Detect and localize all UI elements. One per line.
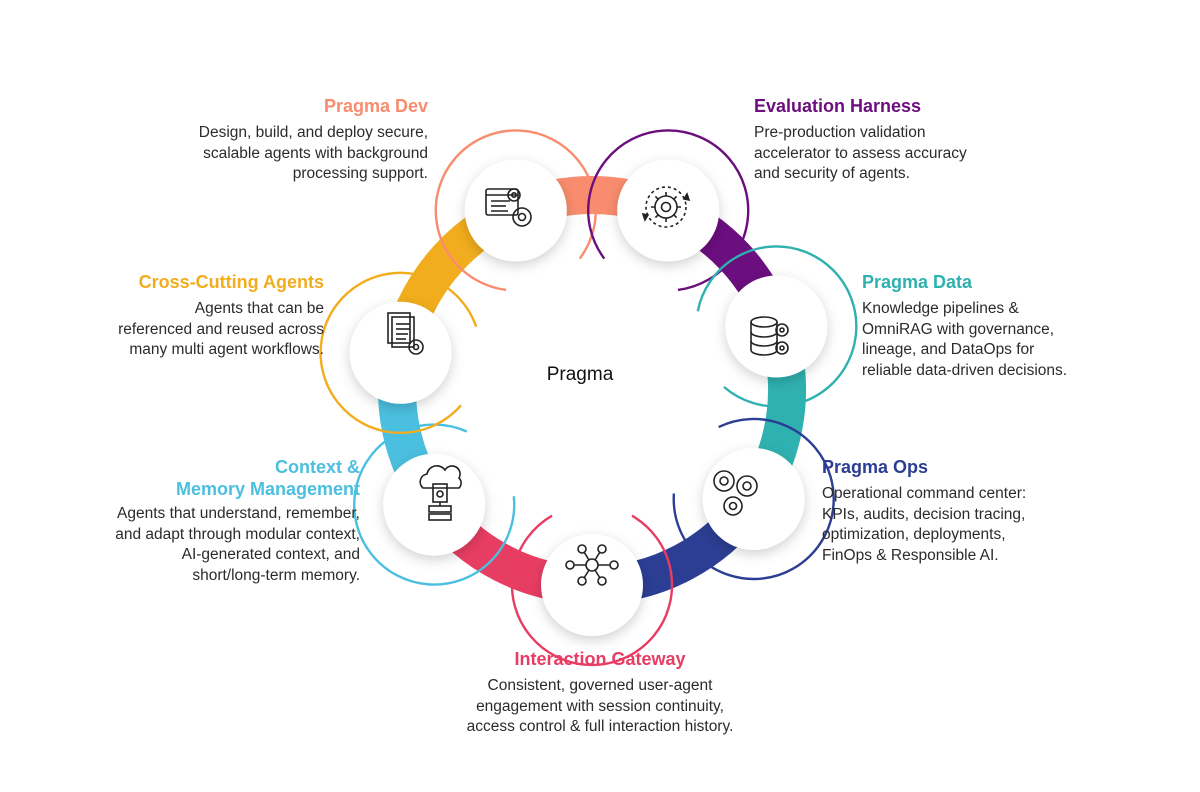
node-description: Design, build, and deploy secure, scalab…	[110, 123, 428, 185]
outer-ring-context	[353, 423, 516, 586]
desc-line: OmniRAG with governance,	[862, 320, 1055, 338]
desc-line: and adapt through modular context,	[115, 525, 360, 543]
code-window-gears-icon	[485, 188, 532, 227]
outer-ring-data	[696, 245, 858, 408]
node-disc-ops	[702, 448, 805, 550]
desc-line: Design, build, and deploy secure,	[198, 124, 428, 141]
desc-line: optimization, deployments,	[822, 526, 1006, 543]
desc-line: scalable agents with background	[203, 144, 428, 162]
desc-line: AI-generated context, and	[181, 546, 360, 563]
desc-line: access control & full interaction histor…	[466, 718, 734, 735]
node-disc-cross	[349, 301, 452, 404]
desc-line: referenced and reused across	[118, 320, 324, 338]
node-pragma-ops: Pragma Ops Operational command center: K…	[822, 456, 1142, 566]
desc-line: Agents that understand, remember,	[117, 505, 360, 522]
node-description: Agents that understand, remember, and ad…	[20, 504, 360, 586]
node-cross-cutting-agents: Cross-Cutting Agents Agents that can be …	[20, 271, 324, 361]
node-context-memory: Context & Memory Management Agents that …	[20, 456, 360, 586]
node-description: Operational command center: KPIs, audits…	[822, 484, 1142, 566]
desc-line: processing support.	[292, 165, 428, 182]
node-title: Pragma Data	[862, 272, 973, 292]
outer-ring-cross	[319, 271, 478, 435]
desc-line: Operational command center:	[822, 485, 1027, 502]
gear-cycle-icon	[641, 186, 691, 228]
node-title: Context & Memory Management	[20, 456, 360, 500]
center-label: Pragma	[546, 364, 614, 385]
outer-ring-pragma_dev	[434, 129, 597, 292]
node-title: Cross-Cutting Agents	[138, 272, 324, 292]
database-gear-icon	[750, 316, 789, 356]
node-description: Agents that can be referenced and reused…	[20, 299, 324, 361]
desc-line: FinOps & Responsible AI.	[822, 546, 999, 564]
node-evaluation-harness: Evaluation Harness Pre-production valida…	[754, 95, 1074, 185]
desc-line: accelerator to assess accuracy	[754, 144, 967, 162]
desc-line: Pre-production validation	[754, 124, 926, 141]
node-title: Pragma Dev	[323, 96, 428, 116]
desc-line: reliable data-driven decisions.	[862, 361, 1068, 379]
node-interaction-gateway: Interaction Gateway Consistent, governed…	[400, 648, 800, 738]
documents-gear-icon	[387, 312, 424, 355]
node-disc-gateway	[541, 534, 643, 636]
node-title: Interaction Gateway	[514, 649, 686, 669]
node-title: Evaluation Harness	[754, 96, 922, 116]
outer-ring-gateway	[510, 514, 674, 667]
title-line: Context &	[275, 457, 360, 477]
desc-line: KPIs, audits, decision tracing,	[822, 505, 1026, 523]
outer-ring-evaluation	[587, 129, 750, 292]
triple-gears-icon	[713, 470, 758, 516]
title-line: Memory Management	[175, 479, 360, 499]
node-discs	[349, 159, 828, 636]
desc-line: Knowledge pipelines &	[862, 300, 1019, 317]
node-disc-context	[383, 453, 486, 556]
node-pragma-data: Pragma Data Knowledge pipelines & OmniRA…	[862, 271, 1192, 381]
desc-line: and security of agents.	[754, 165, 910, 182]
outer-rings	[319, 129, 858, 667]
network-hub-icon	[565, 544, 619, 586]
desc-line: Consistent, governed user-agent	[487, 677, 713, 694]
desc-line: lineage, and DataOps for	[862, 341, 1035, 358]
node-title: Pragma Ops	[822, 457, 929, 477]
node-description: Pre-production validation accelerator to…	[754, 123, 1074, 185]
desc-line: engagement with session continuity,	[476, 697, 724, 715]
desc-line: many multi agent workflows.	[129, 341, 324, 358]
node-description: Consistent, governed user-agent engageme…	[400, 676, 800, 738]
outer-ring-ops	[672, 417, 835, 581]
cloud-document-server-icon	[419, 465, 462, 521]
desc-line: short/long-term memory.	[192, 566, 360, 584]
node-description: Knowledge pipelines & OmniRAG with gover…	[862, 299, 1192, 381]
node-pragma-dev: Pragma Dev Design, build, and deploy sec…	[110, 95, 428, 185]
desc-line: Agents that can be	[194, 300, 324, 317]
